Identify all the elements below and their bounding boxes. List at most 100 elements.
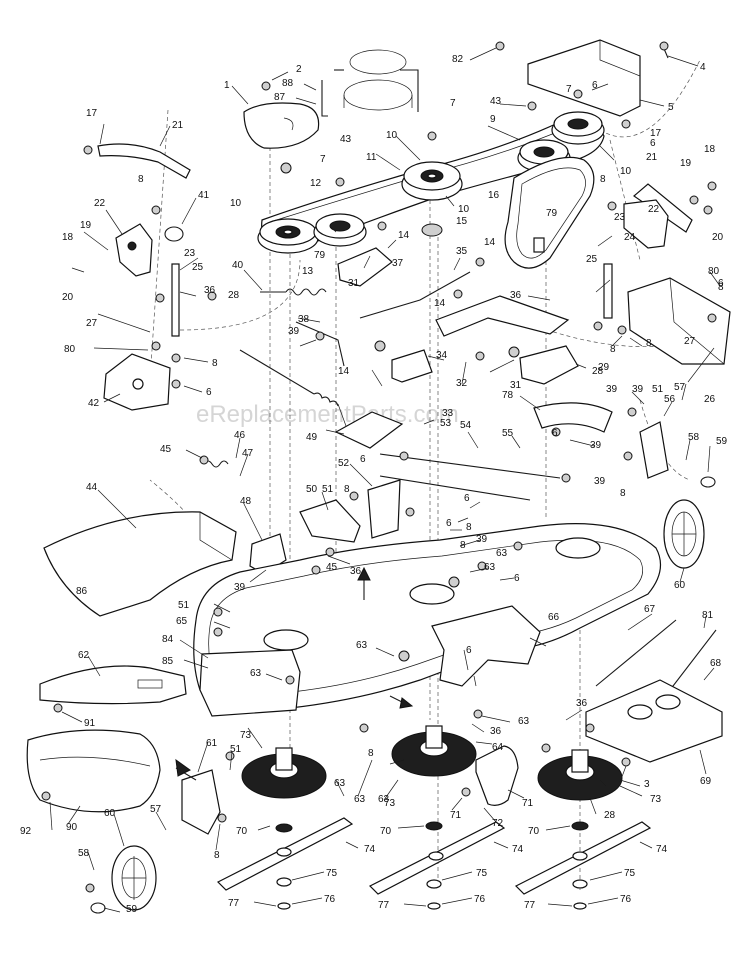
callout-6i: 6	[592, 80, 598, 91]
callout-57b: 57	[150, 804, 162, 815]
callout-52: 52	[338, 458, 350, 469]
callout-70c: 70	[528, 826, 540, 837]
callout-74a: 74	[364, 844, 376, 855]
callout-34: 34	[436, 350, 448, 361]
callout-31a: 31	[348, 278, 360, 289]
callout-55: 55	[502, 428, 514, 439]
callout-91: 91	[84, 718, 96, 729]
callout-12: 12	[310, 178, 322, 189]
callout-73a: 73	[240, 730, 252, 741]
callout-63h: 63	[378, 794, 390, 805]
spring-40	[260, 288, 327, 296]
callout-8a: 8	[138, 174, 144, 185]
callout-70a: 70	[236, 826, 248, 837]
callout-76a: 76	[324, 894, 336, 905]
callout-54: 54	[460, 420, 472, 431]
callout-73c: 73	[650, 794, 662, 805]
callout-36b: 36	[510, 290, 522, 301]
callout-78: 78	[502, 390, 514, 401]
callout-16: 16	[488, 190, 500, 201]
callout-23b: 23	[614, 212, 626, 223]
callout-72: 72	[492, 818, 504, 829]
callout-68: 68	[710, 658, 722, 669]
callout-50: 50	[306, 484, 318, 495]
callout-6h: 6	[552, 428, 558, 439]
callout-69: 69	[700, 776, 712, 787]
mower-deck-housing	[193, 523, 662, 711]
callout-39c: 39	[476, 534, 488, 545]
callout-8d: 8	[466, 522, 472, 533]
callout-67: 67	[644, 604, 656, 615]
callout-20a: 20	[62, 292, 74, 303]
callout-49: 49	[306, 432, 318, 443]
callout-26: 26	[704, 394, 716, 405]
callout-25a: 25	[192, 262, 204, 273]
callout-53: 53	[440, 418, 452, 429]
callout-19a: 19	[80, 220, 92, 231]
callout-8c: 8	[344, 484, 350, 495]
callout-24: 24	[624, 232, 636, 243]
callout-63a: 63	[496, 548, 508, 559]
callout-57a: 57	[674, 382, 686, 393]
link-53-54	[379, 453, 561, 501]
callout-39b: 39	[234, 582, 246, 593]
callout-65: 65	[176, 616, 188, 627]
callout-51a: 51	[322, 484, 334, 495]
bumper-90	[26, 729, 161, 813]
callout-40: 40	[232, 260, 244, 271]
pulley-10-center	[401, 161, 463, 201]
callout-20b: 20	[712, 232, 724, 243]
blade-74-right	[514, 821, 652, 895]
callout-90: 90	[66, 822, 78, 833]
callout-51d: 51	[652, 384, 664, 395]
callout-62: 62	[78, 650, 90, 661]
callout-35: 35	[456, 246, 468, 257]
callout-77b: 77	[378, 900, 390, 911]
callout-22b: 22	[648, 204, 660, 215]
callout-51b: 51	[178, 600, 190, 611]
callout-36e: 36	[350, 566, 362, 577]
callout-46: 46	[234, 430, 246, 441]
bracket-68-69	[585, 679, 723, 763]
callout-63e: 63	[518, 716, 530, 727]
callout-22a: 22	[94, 198, 106, 209]
callout-28a: 28	[228, 290, 240, 301]
secondary-belt	[504, 156, 595, 269]
callout-59a: 59	[716, 436, 728, 447]
idler-arm-21-right	[633, 181, 717, 233]
baffle-84-85	[199, 649, 301, 717]
callout-39f: 39	[632, 384, 644, 395]
blade-hardware-stack	[275, 821, 589, 910]
callout-32: 32	[456, 378, 468, 389]
callout-11: 11	[366, 152, 377, 163]
callout-31b: 31	[510, 380, 522, 391]
callout-45b: 45	[326, 562, 338, 573]
callout-70b: 70	[380, 826, 392, 837]
bracket-22-left	[115, 223, 153, 277]
callout-23a: 23	[184, 248, 196, 259]
callout-17a: 17	[86, 108, 98, 119]
bracket-13	[337, 247, 393, 287]
callout-6a: 6	[650, 138, 656, 149]
bracket-26	[627, 277, 731, 365]
bumper-62	[39, 665, 187, 705]
callout-14c: 14	[434, 298, 446, 309]
callout-74c: 74	[656, 844, 668, 855]
bracket-29	[519, 345, 579, 385]
callout-8k: 8	[460, 540, 466, 551]
callout-48: 48	[240, 496, 252, 507]
callout-58b: 58	[78, 848, 90, 859]
callout-6g: 6	[466, 645, 472, 656]
callout-79a: 79	[314, 250, 326, 261]
callout-71b: 71	[522, 798, 534, 809]
spare-pulley-outline	[343, 49, 413, 111]
callout-58a: 58	[688, 432, 700, 443]
callout-10a: 10	[230, 198, 242, 209]
callout-7c: 7	[566, 84, 572, 95]
callout-47: 47	[242, 448, 254, 459]
blade-74-left	[216, 817, 354, 891]
callout-10c: 10	[458, 204, 470, 215]
callout-77c: 77	[524, 900, 536, 911]
callout-80b: 80	[708, 266, 720, 277]
callout-28c: 28	[604, 810, 616, 821]
